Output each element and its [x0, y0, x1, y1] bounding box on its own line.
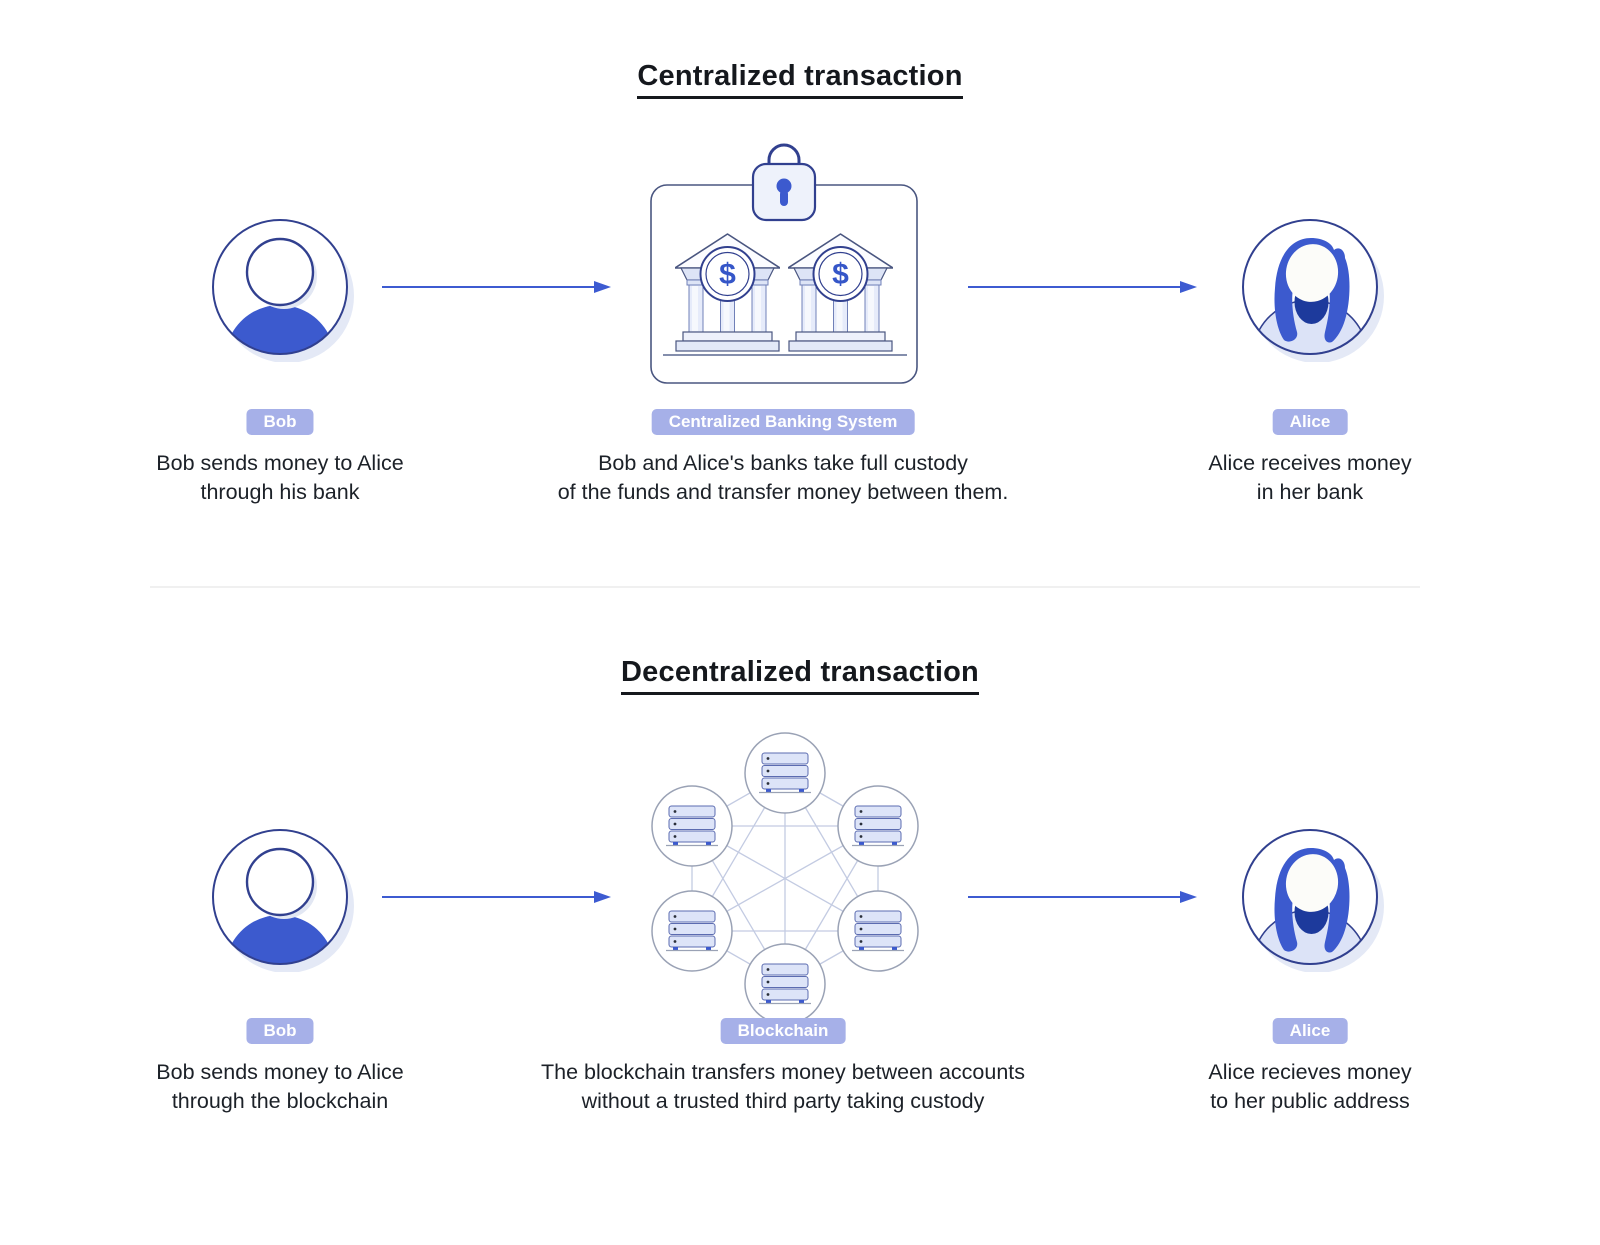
alice-label-badge: Alice: [1272, 409, 1348, 435]
centralized-banking-system: [645, 140, 925, 390]
server-stack-icon: [851, 805, 905, 847]
server-stack-icon: [665, 910, 719, 952]
person-avatar-icon: [211, 828, 355, 972]
server-stack-icon: [665, 805, 719, 847]
woman-avatar-icon: [1242, 829, 1385, 972]
center-caption: The blockchain transfers money between a…: [540, 1060, 1026, 1113]
bob-label-badge: Bob: [246, 409, 314, 435]
blockchain-badge: Blockchain: [720, 1018, 846, 1044]
section-divider: [150, 586, 1420, 588]
node-bottom: [744, 943, 826, 1025]
node-upper-right: [837, 785, 919, 867]
alice-caption: Alice recieves money to her public addre…: [1208, 1060, 1412, 1113]
alice-avatar: [1235, 212, 1385, 362]
bob-caption: Bob sends money to Alice through his ban…: [156, 451, 404, 504]
woman-avatar-icon: [1242, 219, 1385, 362]
padlock-icon: [751, 143, 817, 222]
node-lower-left: [651, 890, 733, 972]
alice-avatar: [1235, 822, 1385, 972]
center-caption: Bob and Alice's banks take full custody …: [557, 451, 1009, 504]
bob-caption: Bob sends money to Alice through the blo…: [156, 1060, 404, 1113]
blockchain-network-icon: [651, 732, 919, 1025]
node-upper-left: [651, 785, 733, 867]
arrow-right-icon: [968, 279, 1198, 295]
bob-avatar: [205, 822, 355, 972]
server-stack-icon: [758, 752, 812, 794]
person-avatar-icon: [211, 218, 355, 362]
centralized-banking-system-badge: Centralized Banking System: [651, 409, 915, 435]
node-top: [744, 732, 826, 814]
section-1-header: Centralized transaction: [0, 60, 1600, 99]
node-lower-right: [837, 890, 919, 972]
bob-label-badge: Bob: [246, 1018, 314, 1044]
server-stack-icon: [851, 910, 905, 952]
server-stack-icon: [758, 963, 812, 1005]
bank-buildings-padlock-icon: [650, 143, 918, 384]
blockchain-network: [635, 728, 935, 1028]
arrow-right-icon: [382, 279, 612, 295]
page-title: Centralized transaction: [637, 60, 963, 99]
section-2-header: Decentralized transaction: [0, 656, 1600, 695]
bob-avatar: [205, 212, 355, 362]
alice-caption: Alice receives money in her bank: [1208, 451, 1412, 504]
alice-label-badge: Alice: [1272, 1018, 1348, 1044]
page-title: Decentralized transaction: [621, 656, 979, 695]
arrow-right-icon: [382, 889, 612, 905]
arrow-right-icon: [968, 889, 1198, 905]
